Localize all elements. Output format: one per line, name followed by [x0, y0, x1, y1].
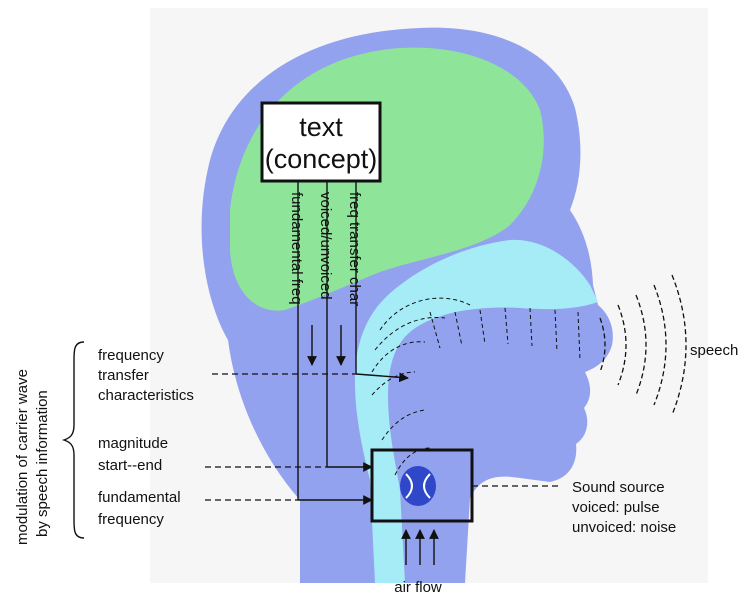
freq-transfer-label-3: characteristics — [98, 387, 194, 404]
vocal-folds-detail — [405, 473, 431, 499]
grouping-brace — [61, 341, 85, 539]
sound-source-title: Sound source — [572, 479, 665, 496]
transfer-to-tract-line — [355, 372, 409, 383]
tongue — [419, 345, 585, 402]
freq-transfer-label-2: transfer — [98, 367, 149, 384]
channel-label-transfer: freq transfer char — [346, 192, 363, 306]
fundamental-label-2: frequency — [98, 511, 164, 528]
vocal-tract — [354, 239, 598, 583]
vocal-folds-icon — [400, 466, 436, 506]
channel-label-fundamental: fundamental freq — [288, 192, 305, 305]
group-label-line2: by speech information — [34, 390, 51, 537]
magnitude-label-2: start--end — [98, 457, 162, 474]
speech-waves — [599, 274, 687, 416]
group-label-line1: modulation of carrier wave — [14, 369, 31, 545]
sound-source-unvoiced: unvoiced: noise — [572, 519, 676, 536]
fundamental-label-1: fundamental — [98, 489, 181, 506]
concept-text-line1: text — [299, 112, 343, 142]
concept-text-line2: (concept) — [265, 144, 378, 174]
tract-cross-sections — [371, 297, 581, 476]
speech-label: speech — [690, 342, 738, 359]
sound-source-voiced: voiced: pulse — [572, 499, 660, 516]
freq-transfer-label-1: frequency — [98, 347, 164, 364]
magnitude-label-1: magnitude — [98, 435, 168, 452]
air-flow-label: air flow — [394, 579, 442, 596]
channel-label-voicing: voiced/unvoiced — [317, 192, 334, 300]
concept-box — [260, 101, 382, 183]
